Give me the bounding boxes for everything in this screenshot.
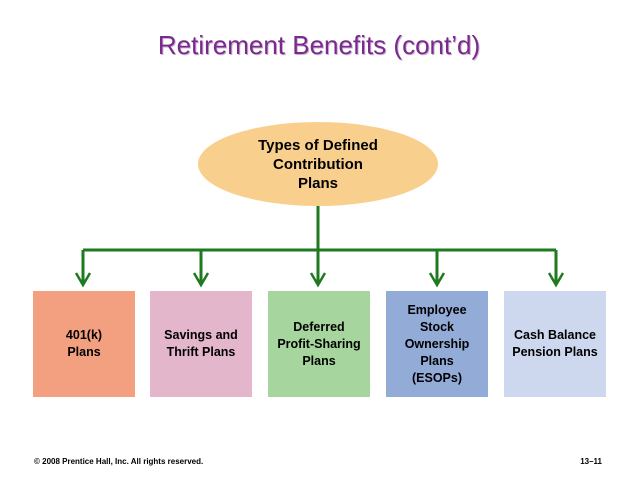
plan-box-savings-thrift: Savings and Thrift Plans [150,291,252,397]
arrowhead-cash-balance [547,272,565,288]
plan-box-401k: 401(k) Plans [33,291,135,397]
plan-box-label: Savings and Thrift Plans [164,328,238,359]
plan-box-label: Deferred Profit-Sharing Plans [277,319,361,368]
plan-box-label: 401(k) Plans [65,328,103,359]
footer-page-number: 13–11 [580,457,602,466]
arrowhead-401k [74,272,92,288]
plan-box-esop: Employee Stock Ownership Plans (ESOPs) [386,291,488,397]
plan-box-label: Cash Balance Pension Plans [512,328,598,359]
arrowhead-esop [428,272,446,288]
plan-box-cash-balance: Cash Balance Pension Plans [504,291,606,397]
arrowhead-deferred [309,272,327,288]
slide-title: Retirement Benefits (cont’d) [157,30,481,60]
root-node-defined-contribution: Types of Defined Contribution Plans [198,122,438,206]
plan-box-label: Employee Stock Ownership Plans (ESOPs) [404,302,470,385]
arrowhead-savings [192,272,210,288]
plan-box-deferred-profit-sharing: Deferred Profit-Sharing Plans [268,291,370,397]
footer-copyright: © 2008 Prentice Hall, Inc. All rights re… [34,457,204,466]
root-node-label: Types of Defined Contribution Plans [258,136,378,192]
